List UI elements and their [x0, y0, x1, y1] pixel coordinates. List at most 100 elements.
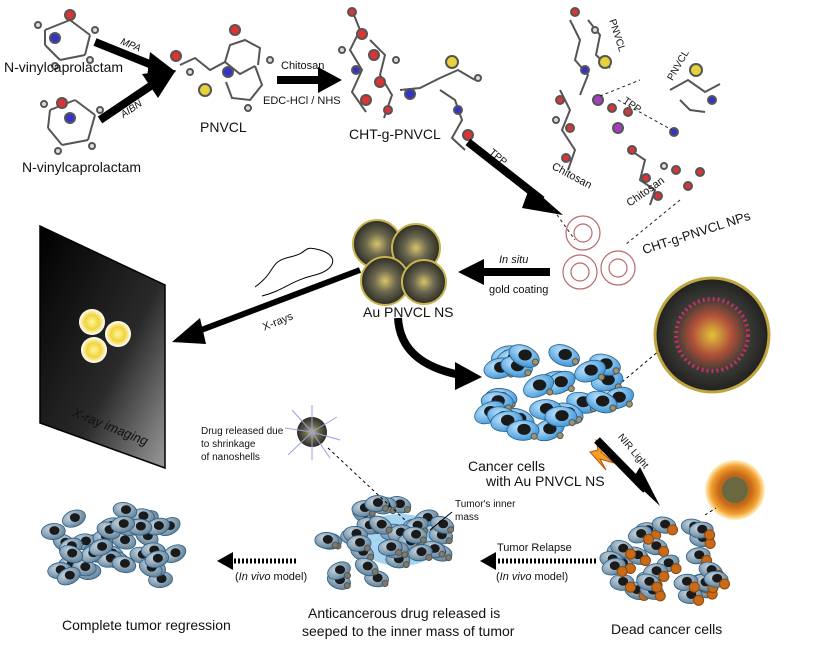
cell-nucleus — [354, 537, 366, 547]
nanoshell-dot — [612, 367, 620, 375]
dead-cell-cluster — [599, 516, 731, 606]
xray-screen — [39, 224, 166, 470]
cell-nucleus — [170, 548, 181, 558]
cell-nucleus — [532, 379, 547, 391]
cell-nucleus — [416, 547, 427, 557]
cell-nucleus — [694, 550, 705, 560]
nanoshell-dot — [571, 358, 579, 366]
nanoshell-dot — [719, 578, 731, 590]
label-anticancer-1: Anticancerous drug released is — [308, 605, 501, 621]
drug-release-particle — [284, 405, 341, 460]
nanoshell-dot — [343, 582, 351, 590]
cell-nucleus — [322, 535, 333, 544]
nanoshell-dot — [625, 400, 633, 408]
cell-nucleus — [595, 395, 610, 407]
cell-nucleus — [660, 519, 671, 529]
zoom-line-dead — [704, 507, 717, 516]
cell-nucleus — [49, 526, 60, 535]
cell-nucleus — [376, 519, 387, 529]
label-cancer-cells-2: with Au PNVCL NS — [486, 473, 605, 489]
cell-nucleus — [135, 521, 146, 531]
label-drug-released-2: to shrinkage — [201, 439, 256, 450]
nanoshell-dot — [371, 568, 379, 576]
nanoshell-dot — [530, 432, 538, 440]
label-invivo-left: (In vivo model) — [235, 571, 308, 583]
label-anticancer-2: seeped to the inner mass of tumor — [302, 623, 515, 639]
cell-nucleus — [651, 541, 662, 551]
cell-nucleus — [97, 542, 108, 551]
cell-nucleus — [334, 565, 346, 575]
cell-nucleus — [517, 423, 531, 435]
label-pnvcl: PNVCL — [200, 119, 247, 135]
label-in-situ: In situ — [499, 254, 529, 266]
molecule-cht-g-pnvcl — [338, 7, 482, 151]
burning-nanoshell — [705, 460, 765, 520]
label-drug-released-1: Drug released due — [201, 426, 284, 437]
nanoshell-dot — [625, 548, 637, 560]
cell-nucleus — [153, 521, 164, 530]
label-coupling: EDC-HCl / NHS — [263, 95, 341, 107]
cell-nucleus — [651, 566, 662, 576]
nanoshell-dot — [568, 419, 576, 427]
nanoshell-dot — [401, 551, 409, 559]
cell-nucleus — [712, 573, 723, 583]
nanoshell-dot — [425, 553, 433, 561]
cell-nucleus — [681, 576, 692, 586]
cell-nucleus — [80, 536, 91, 546]
nanoshell-dot — [556, 432, 564, 440]
cell-nucleus — [543, 423, 557, 435]
nanoshell-dot — [597, 373, 605, 381]
arrow-regression — [217, 552, 296, 570]
arrow-to-cells — [394, 317, 482, 390]
cell-nucleus — [67, 548, 78, 558]
nanoshell-dot — [639, 555, 651, 567]
arrow-tumor-relapse — [480, 552, 596, 570]
cell-nucleus — [119, 558, 130, 568]
nanoshell-dot — [447, 526, 455, 534]
zoom-line — [621, 349, 661, 383]
cell-nucleus — [119, 535, 131, 545]
cell-nucleus — [663, 558, 674, 568]
molecule-pnvcl — [170, 24, 274, 112]
nanoshell-dot — [445, 537, 453, 545]
arrow-nir — [594, 437, 660, 506]
cell-nucleus — [584, 364, 598, 376]
xray-wave — [254, 247, 333, 297]
nanoshell-dot — [667, 524, 679, 536]
nanoparticle-cluster — [562, 215, 636, 290]
nanoshell-dot — [381, 504, 389, 512]
label-invivo-right: (In vivo model) — [496, 571, 569, 583]
nanoshell-dot — [624, 581, 636, 593]
nanoshell-dot — [546, 388, 554, 396]
molecule-network — [552, 7, 721, 206]
arrow-aibn — [97, 70, 176, 124]
cell-nucleus — [394, 499, 406, 509]
arrow-tpp — [465, 138, 563, 215]
cell-nucleus — [438, 519, 449, 529]
nanoshell-dot — [445, 554, 453, 562]
cell-nucleus — [612, 391, 626, 403]
cell-nucleus — [555, 410, 569, 422]
inner-mass-pointer — [429, 511, 453, 531]
nanoshell-dot — [403, 506, 411, 514]
cell-nucleus — [386, 542, 397, 552]
label-cancer-cells-1: Cancer cells — [468, 458, 546, 474]
label-regression: Complete tumor regression — [62, 617, 231, 633]
label-monomer-top: N-vinylcaprolactam — [4, 59, 124, 75]
nanoshell-dot — [363, 544, 371, 552]
cell-nucleus — [500, 414, 515, 426]
nanoshell-dot — [567, 385, 575, 393]
molecule-monomer-bottom — [40, 97, 104, 155]
nanoshell-dot — [524, 369, 532, 377]
dashed-links — [549, 79, 681, 246]
cell-nucleus — [644, 576, 655, 586]
nanoshell-dot — [693, 594, 705, 606]
nanoshell-dot — [438, 550, 446, 558]
cancer-cell-cluster — [474, 344, 634, 442]
cell-nucleus — [558, 349, 572, 361]
cell-nucleus — [118, 519, 129, 528]
cell-nucleus — [362, 561, 373, 571]
nanoshell-dot — [688, 581, 700, 593]
label-inner-mass-1: Tumor's inner — [455, 499, 516, 510]
